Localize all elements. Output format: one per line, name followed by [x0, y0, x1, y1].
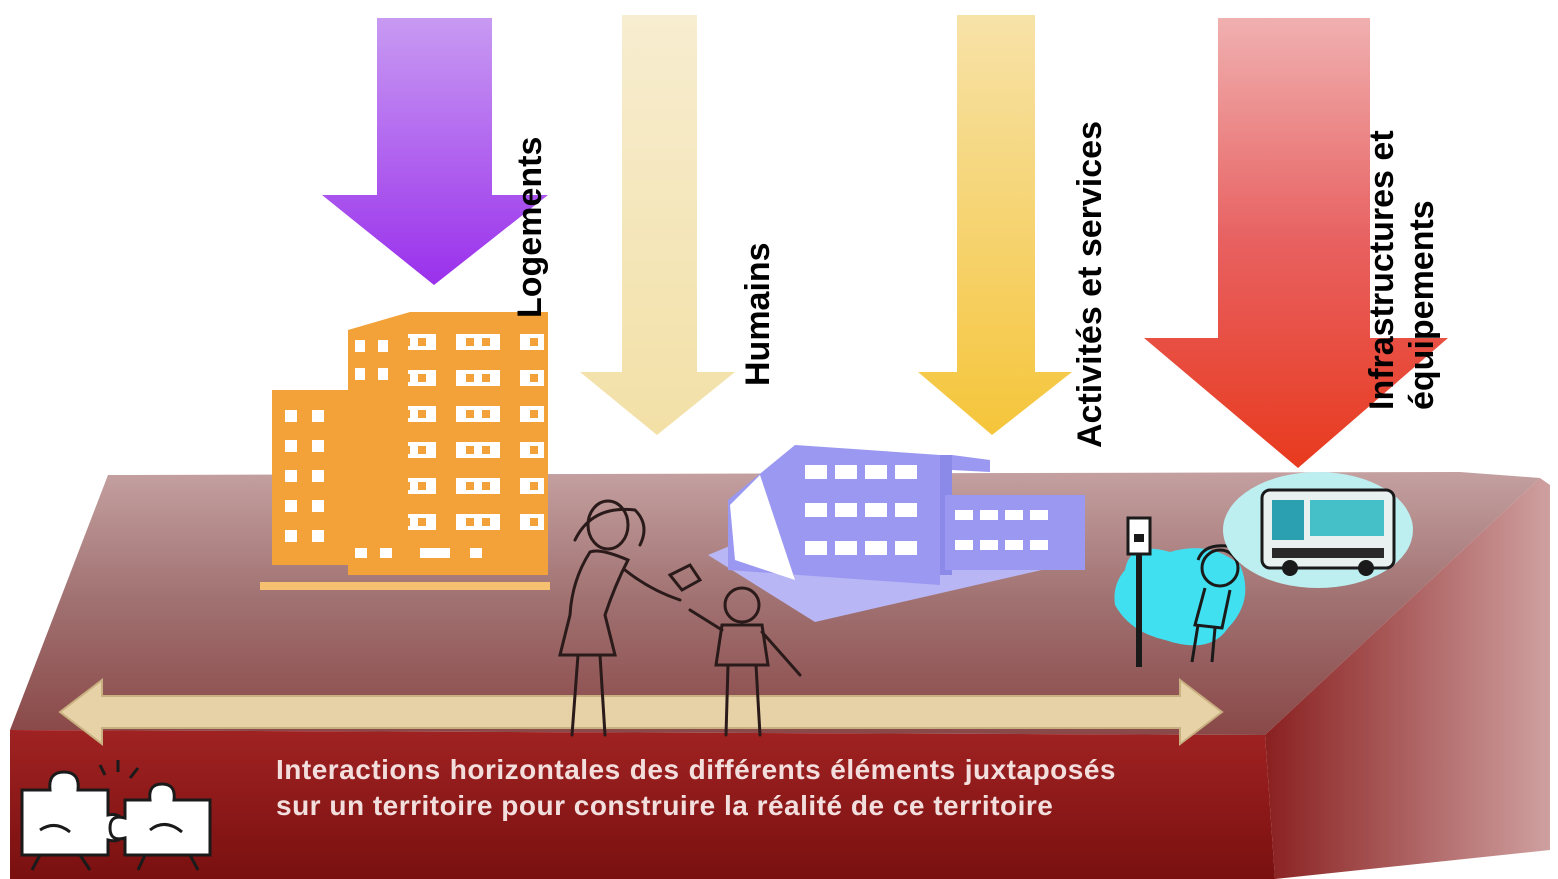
label-logements: Logements	[511, 136, 549, 318]
bus-icon	[1223, 472, 1413, 588]
label-infrastructures-line1: Infrastructures et	[1363, 130, 1401, 410]
arrow-infrastructures	[1144, 18, 1448, 468]
puzzle-icon	[20, 760, 212, 871]
arrow-humains	[580, 15, 735, 435]
arrow-logements	[322, 18, 548, 285]
apartment-building-icon	[260, 312, 550, 590]
people-icon	[558, 499, 802, 737]
arrow-activites	[918, 15, 1072, 435]
school-building-icon	[708, 445, 1085, 622]
double-headed-arrow-icon	[58, 677, 1224, 747]
label-infrastructures-line2: équipements	[1403, 200, 1441, 410]
label-humains: Humains	[739, 242, 777, 386]
caption-text: Interactions horizontales des différents…	[276, 754, 1116, 821]
bus-stop-icon	[1114, 516, 1246, 667]
label-activites-services: Activités et services	[1071, 121, 1109, 448]
